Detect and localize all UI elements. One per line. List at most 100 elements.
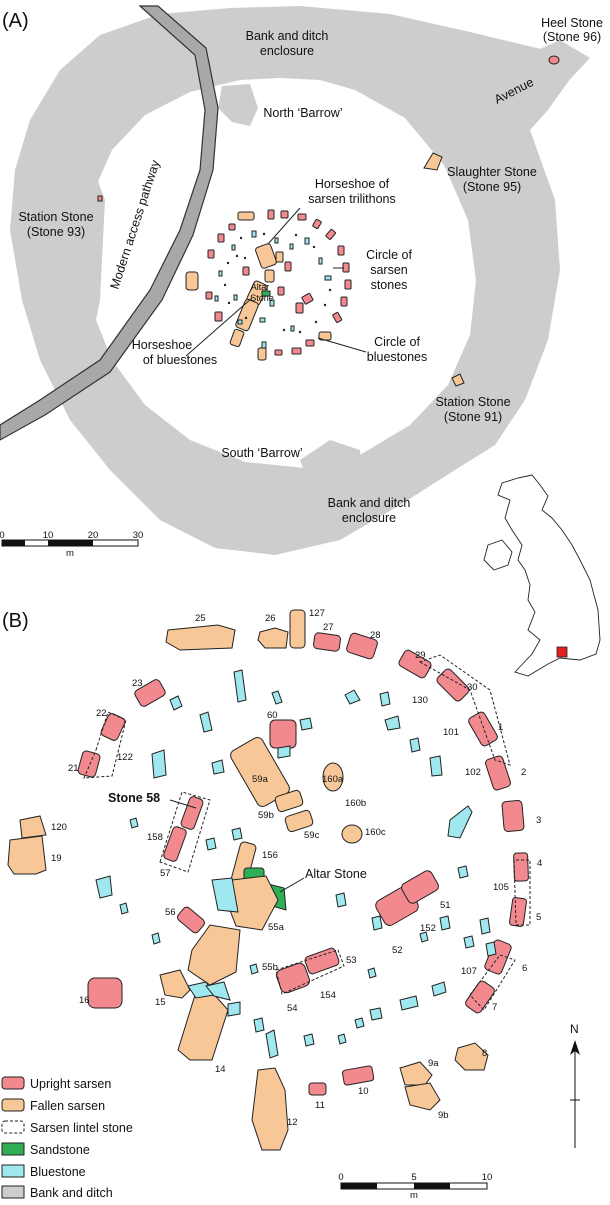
- svg-text:12: 12: [287, 1117, 298, 1128]
- svg-text:28: 28: [370, 630, 381, 641]
- svg-text:30: 30: [133, 530, 144, 541]
- svg-text:4: 4: [537, 858, 542, 869]
- heel-stone-label: Heel Stone(Stone 96): [541, 16, 603, 44]
- svg-text:122: 122: [117, 752, 133, 763]
- svg-text:7: 7: [492, 1002, 497, 1013]
- station-93-label: Station Stone(Stone 93): [18, 210, 93, 239]
- svg-text:Sandstone: Sandstone: [30, 1143, 90, 1157]
- stonehenge-location-marker: [556, 646, 568, 658]
- svg-text:160a: 160a: [322, 774, 344, 785]
- svg-text:152: 152: [420, 923, 436, 934]
- svg-text:10: 10: [482, 1172, 493, 1183]
- legend-fallen-sarsen: Fallen sarsen: [1, 1098, 105, 1113]
- svg-text:53: 53: [346, 955, 357, 966]
- svg-text:m: m: [66, 548, 74, 559]
- south-bank: [300, 440, 362, 490]
- svg-text:14: 14: [215, 1064, 226, 1075]
- legend-upright-sarsen: Upright sarsen: [1, 1076, 111, 1091]
- svg-text:Bank and ditch: Bank and ditch: [30, 1186, 113, 1200]
- svg-text:55b: 55b: [262, 962, 278, 973]
- north-barrow-label: North ‘Barrow’: [263, 106, 342, 120]
- bank-ditch-ring: [10, 6, 575, 555]
- svg-text:1: 1: [498, 722, 503, 733]
- panel-a: (A) Heel Stone(Stone 96) Bank and ditche…: [0, 5, 603, 559]
- panel-b-label: (B): [2, 610, 29, 632]
- north-arrow: N: [570, 1022, 580, 1148]
- svg-text:160c: 160c: [365, 827, 386, 838]
- modern-pathway: [0, 5, 219, 441]
- station-91-label: Station Stone(Stone 91): [435, 395, 510, 424]
- svg-text:107: 107: [461, 966, 477, 977]
- svg-text:29: 29: [415, 650, 426, 661]
- svg-text:102: 102: [465, 767, 481, 778]
- svg-text:59a: 59a: [252, 774, 269, 785]
- svg-text:154: 154: [320, 990, 336, 1001]
- slaughter-stone: [423, 152, 443, 171]
- svg-text:0: 0: [0, 530, 5, 541]
- svg-text:57: 57: [160, 868, 171, 879]
- svg-text:158: 158: [147, 832, 163, 843]
- svg-text:11: 11: [315, 1100, 325, 1111]
- svg-text:127: 127: [309, 608, 325, 619]
- slaughter-stone-label: Slaughter Stone(Stone 95): [447, 165, 537, 194]
- svg-text:9b: 9b: [438, 1110, 449, 1121]
- stone-numbers: 25 26 127 27 28 29 30 130 101 1 102 2 3 …: [51, 608, 542, 1128]
- svg-text:10: 10: [43, 530, 54, 541]
- svg-text:60: 60: [267, 710, 278, 721]
- svg-text:101: 101: [443, 727, 459, 738]
- svg-text:59c: 59c: [304, 830, 320, 841]
- heel-stone: [548, 55, 560, 65]
- scale-bar-a: 0 10 20 30 m: [0, 530, 143, 559]
- svg-text:Fallen sarsen: Fallen sarsen: [30, 1099, 105, 1113]
- bluestones-a: [214, 230, 332, 349]
- svg-text:54: 54: [287, 1003, 298, 1014]
- stone-58-label: Stone 58: [108, 791, 160, 805]
- svg-text:160b: 160b: [345, 798, 366, 809]
- svg-text:20: 20: [88, 530, 99, 541]
- bluestones-b: [95, 669, 497, 1059]
- svg-text:52: 52: [392, 945, 403, 956]
- svg-text:105: 105: [493, 882, 509, 893]
- svg-text:26: 26: [265, 613, 276, 624]
- svg-text:130: 130: [412, 695, 428, 706]
- svg-text:30: 30: [467, 682, 478, 693]
- svg-text:m: m: [410, 1190, 418, 1200]
- svg-text:9a: 9a: [428, 1058, 439, 1069]
- svg-text:21: 21: [68, 763, 79, 774]
- svg-text:Upright sarsen: Upright sarsen: [30, 1077, 111, 1091]
- altar-stone-label: Altar Stone: [305, 867, 367, 881]
- panel-a-label: (A): [2, 10, 29, 32]
- svg-text:5: 5: [536, 912, 541, 923]
- legend-bluestone: Bluestone: [1, 1164, 86, 1179]
- uk-inset-map: [483, 474, 601, 677]
- west-lobe: [22, 160, 105, 350]
- station-stone-91: [451, 373, 465, 387]
- svg-text:6: 6: [522, 963, 527, 974]
- svg-text:15: 15: [155, 997, 166, 1008]
- svg-text:N: N: [570, 1022, 579, 1036]
- svg-text:51: 51: [440, 900, 451, 911]
- svg-text:0: 0: [338, 1172, 343, 1183]
- south-barrow-label: South ‘Barrow’: [221, 446, 302, 460]
- scale-bar-b: 0 5 10 m: [338, 1172, 493, 1201]
- svg-text:55a: 55a: [268, 922, 285, 933]
- svg-text:27: 27: [323, 622, 334, 633]
- station-stone-93: [97, 195, 103, 202]
- svg-text:25: 25: [195, 613, 206, 624]
- svg-text:Sarsen lintel stone: Sarsen lintel stone: [30, 1121, 133, 1135]
- svg-text:10: 10: [358, 1086, 369, 1097]
- legend-sandstone: Sandstone: [1, 1142, 90, 1157]
- svg-text:5: 5: [411, 1172, 416, 1183]
- svg-text:3: 3: [536, 815, 541, 826]
- svg-text:59b: 59b: [258, 810, 274, 821]
- legend-bank-ditch: Bank and ditch: [1, 1185, 113, 1200]
- legend: Upright sarsen Fallen sarsen Sarsen lint…: [1, 1076, 133, 1200]
- panel-b: (B): [2, 608, 580, 1201]
